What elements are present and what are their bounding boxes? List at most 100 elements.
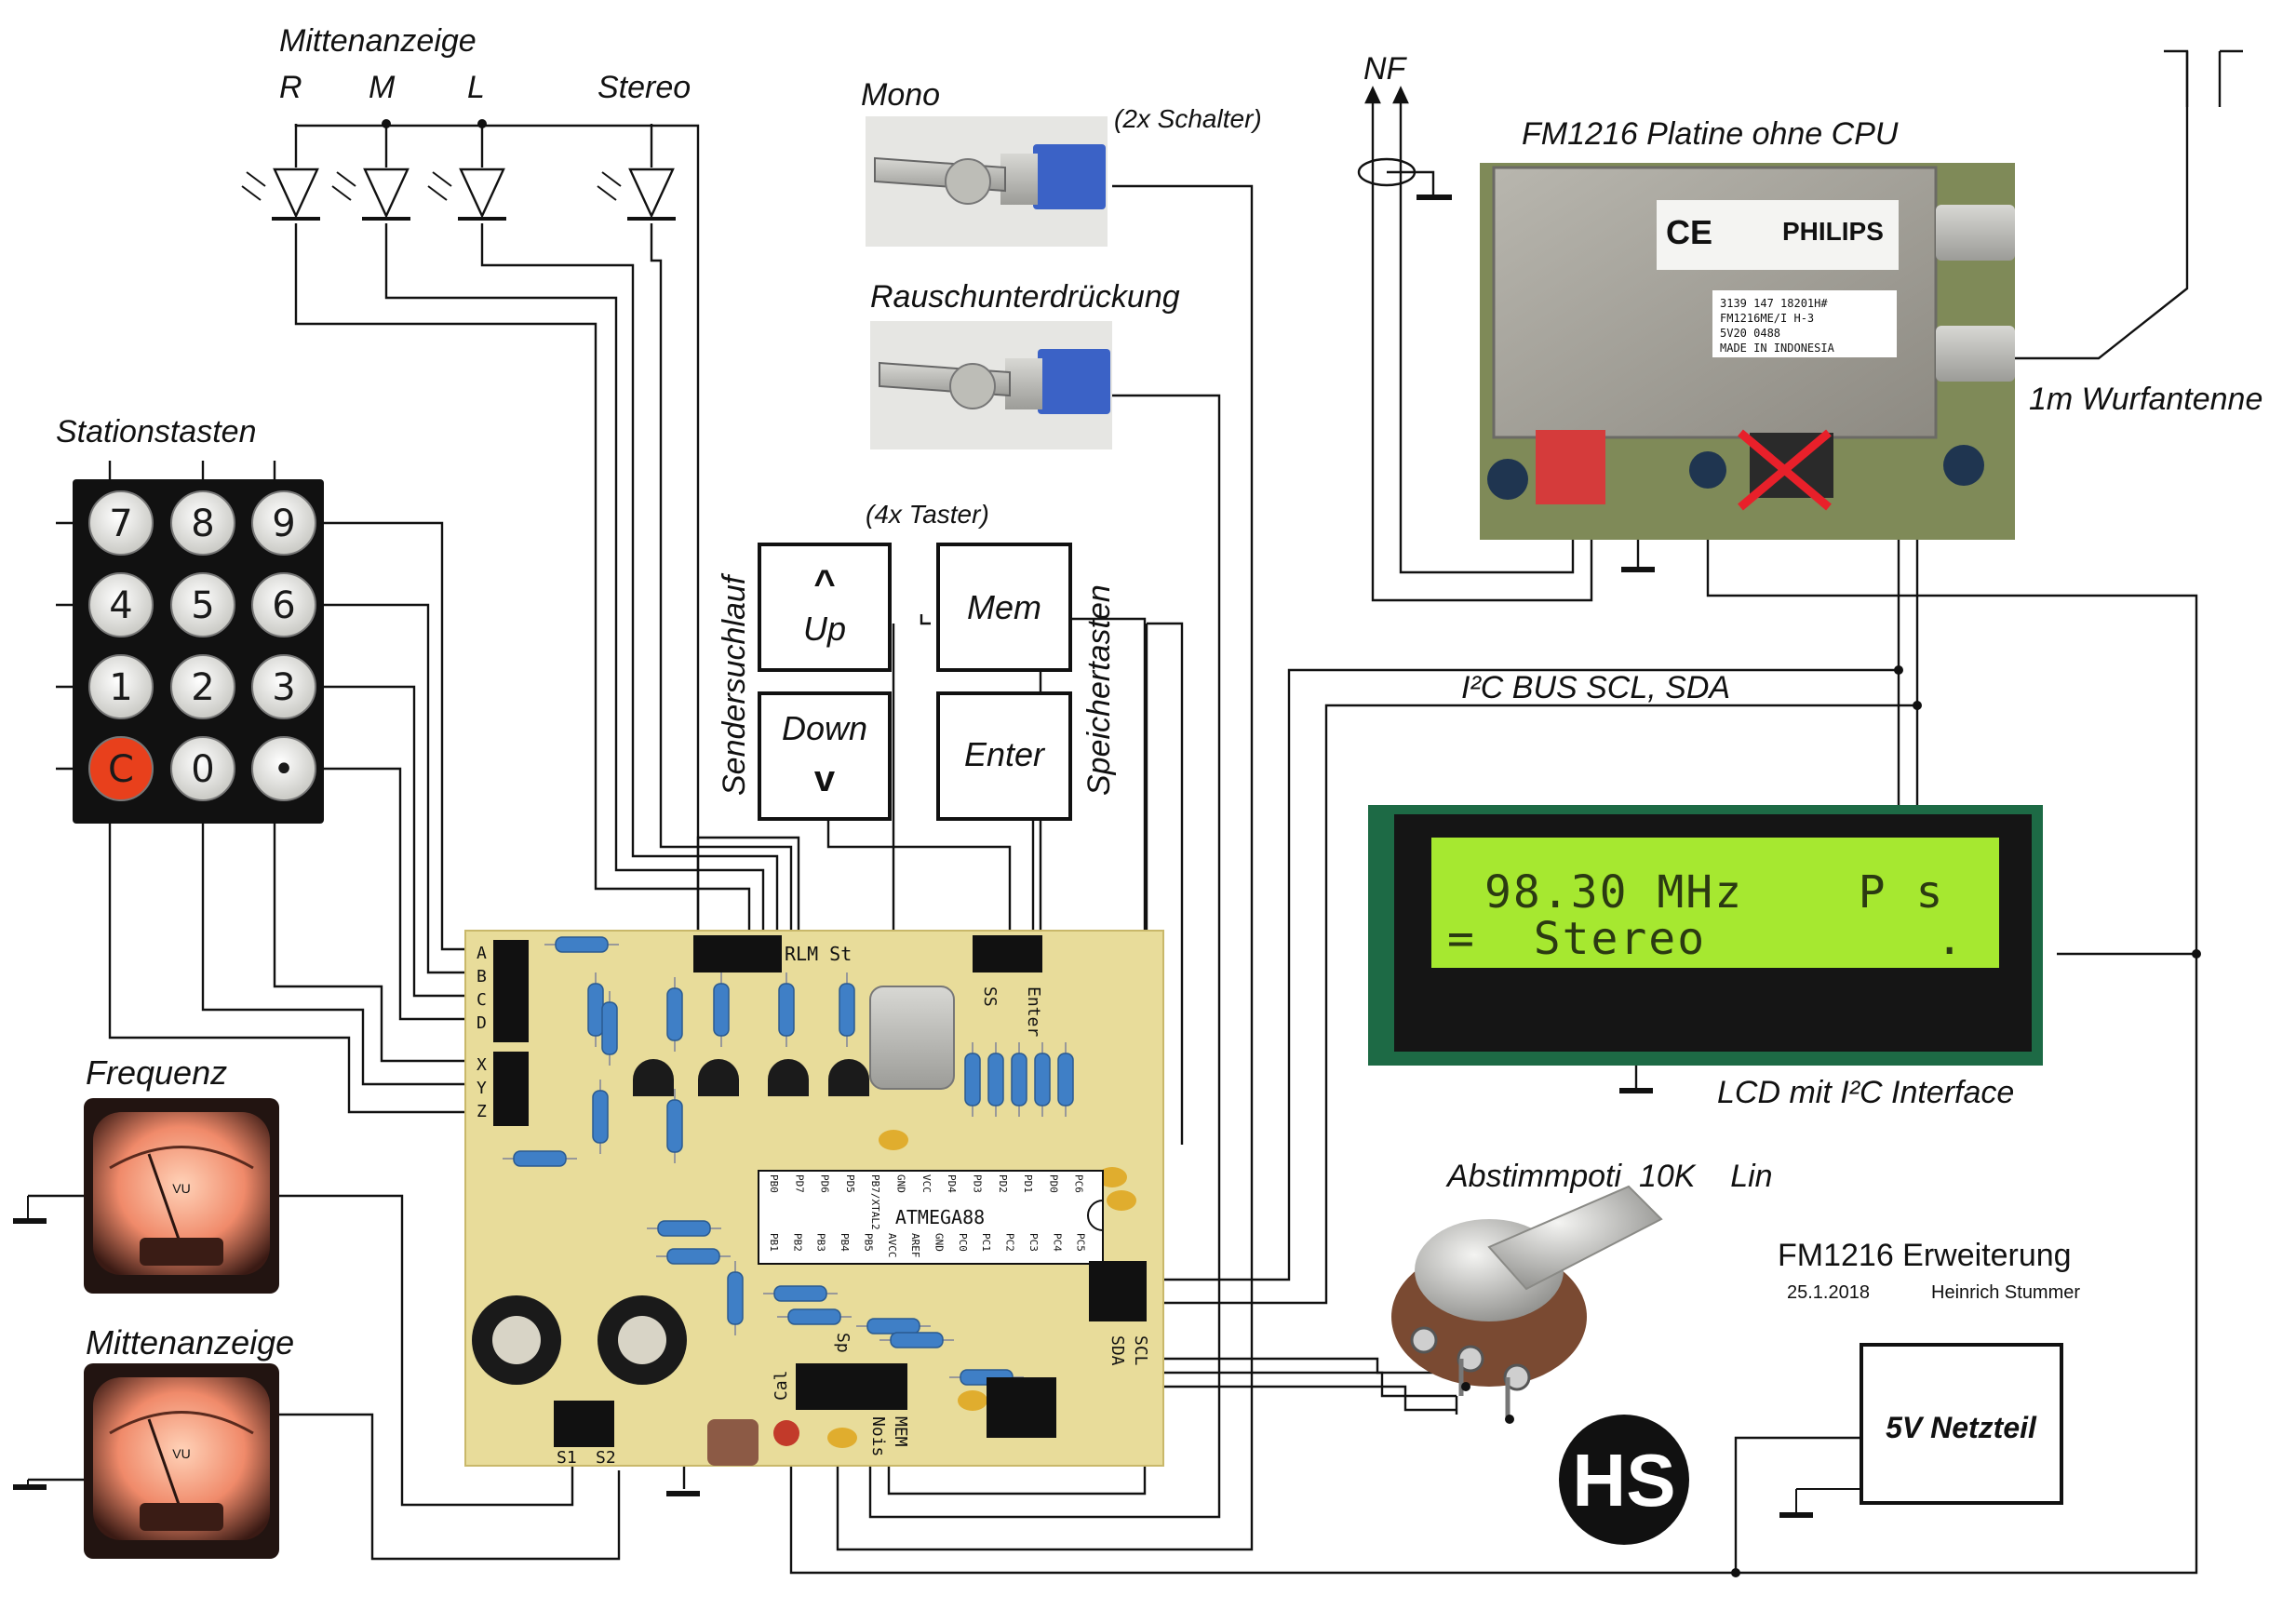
keypad-key[interactable]: 3 (251, 654, 316, 719)
center-meter: VU (84, 1363, 279, 1559)
chip-pin-label: PC2 (1004, 1233, 1016, 1252)
header-c-label: C (477, 990, 487, 1010)
keypad-key[interactable]: 2 (170, 654, 235, 719)
noise-switch-label: Rauschunterdrückung (870, 279, 1180, 315)
keypad-key[interactable]: • (251, 736, 316, 801)
header-i2c (1089, 1261, 1147, 1321)
up-label: Up (803, 610, 846, 648)
mem-button[interactable]: Mem (936, 543, 1072, 672)
header-ss-label: SS (980, 986, 1000, 1007)
capacitor (827, 1428, 857, 1448)
header-pot (987, 1377, 1056, 1438)
removed-cpu-icon (1738, 429, 1833, 511)
shield-symbol (1357, 157, 1417, 187)
up-arrow-icon: ^ (813, 563, 835, 604)
button-count-note: (4x Taster) (866, 500, 989, 529)
down-button[interactable]: Down v (758, 691, 892, 821)
keypad-key-label: C (108, 748, 134, 791)
resistor (592, 1080, 609, 1154)
resistor (503, 1150, 577, 1167)
chip-pin-label: GND (933, 1233, 946, 1252)
ce-mark: CE (1666, 213, 1712, 251)
led-label-r: R (279, 70, 302, 105)
keypad-key[interactable]: 0 (170, 736, 235, 801)
chip-label: ATMEGA88 (895, 1206, 985, 1228)
keypad-key-label: • (273, 748, 295, 791)
resistor (544, 936, 619, 953)
header-cal (796, 1363, 907, 1410)
mono-switch[interactable] (866, 116, 1108, 247)
keypad-key[interactable]: 9 (251, 490, 316, 556)
resistor (647, 1220, 721, 1237)
keypad-key-label: 9 (272, 503, 295, 545)
tuner-electrolytic-3 (1943, 445, 1984, 486)
keypad-key[interactable]: C (88, 736, 154, 801)
sticker-line-2: FM1216ME/I H-3 (1720, 312, 1814, 325)
resistor (666, 1089, 683, 1163)
logo-text: HS (1572, 1439, 1675, 1522)
chip-pin-label: PD7 (793, 1174, 805, 1193)
chip-pin-label: PD6 (819, 1174, 831, 1193)
tuner-sticker (1712, 290, 1897, 357)
chip-pin-label: PB7/XTAL2 (869, 1174, 881, 1230)
keypad-frame (73, 479, 324, 824)
chip-pin-label: PD0 (1047, 1174, 1059, 1193)
pcb-components (503, 936, 1136, 1448)
sticker-line-4: MADE IN INDONESIA (1720, 342, 1835, 355)
keypad-key[interactable]: 6 (251, 572, 316, 637)
header-sda-label: SDA (1108, 1335, 1127, 1366)
power-label: 5V Netzteil (1886, 1411, 2037, 1444)
lcd-module: 98.30 MHz P s = Stereo . LCD mit I²C Int… (1368, 805, 2043, 1110)
chip-pin-label: PB3 (815, 1233, 827, 1252)
led-group-label: Mittenanzeige (279, 23, 477, 59)
tuner-electrolytic-2 (1689, 451, 1726, 489)
capacitor (1097, 1167, 1127, 1187)
keypad-key[interactable]: 1 (88, 654, 154, 719)
switch-group: Mono (2x Schalter) Rauschunterdrückung (861, 77, 1262, 449)
noise-switch[interactable] (870, 321, 1112, 449)
button-group: (4x Taster) Sendersuchlauf Speichertaste… (717, 500, 1117, 821)
chip-pin-label: AREF (909, 1233, 921, 1258)
led-r (241, 168, 320, 221)
keypad-key[interactable]: 4 (88, 572, 154, 637)
down-arrow-icon: v (814, 758, 836, 799)
lcd-line-2: = Stereo . (1447, 913, 1965, 965)
header-x-label: X (477, 1055, 487, 1075)
keypad-key[interactable]: 5 (170, 572, 235, 637)
search-label: Sendersuchlauf (717, 572, 752, 796)
resistor (666, 977, 683, 1052)
header-enter-label: Enter (1024, 986, 1043, 1037)
keypad-key-label: 1 (109, 666, 132, 709)
nf-label: NF (1363, 51, 1408, 87)
chip-pin-label: GND (895, 1174, 907, 1193)
title-block: FM1216 Erweiterung 25.1.2018 Heinrich St… (1778, 1238, 2080, 1303)
chip-pin-label: PB5 (862, 1233, 874, 1252)
chip-pin-label: PC0 (957, 1233, 969, 1252)
keypad-key[interactable]: 8 (170, 490, 235, 556)
chip-pin-label: PD2 (997, 1174, 1009, 1193)
tuning-pot[interactable]: Abstimmpoti 10K Lin (1391, 1159, 1773, 1424)
lcd-screen (1431, 838, 1999, 968)
chip-pin-label: PC1 (980, 1233, 992, 1252)
enter-button[interactable]: Enter (936, 691, 1072, 821)
header-rlm (693, 935, 782, 972)
mem-label: Mem (967, 588, 1041, 626)
down-label: Down (782, 709, 867, 747)
header-abcd (493, 940, 529, 1042)
tuner-brand-plate (1657, 200, 1899, 270)
led-l (427, 168, 506, 221)
tuner-label: FM1216 Platine ohne CPU (1522, 116, 1899, 152)
memory-keys-label: Speichertasten (1081, 584, 1117, 796)
keypad-key[interactable]: 7 (88, 490, 154, 556)
crystal (869, 986, 955, 1090)
title-author: Heinrich Stummer (1931, 1282, 2080, 1303)
header-s2-label: S2 (596, 1448, 616, 1468)
chip-pin-label: PD4 (946, 1174, 958, 1193)
header-scl-label: SCL (1131, 1335, 1150, 1366)
up-button[interactable]: ^ Up (758, 543, 892, 672)
capacitor (707, 1419, 759, 1466)
power-supply: 5V Netzteil (1860, 1343, 2063, 1505)
chip-pin-label: PC5 (1075, 1233, 1087, 1252)
